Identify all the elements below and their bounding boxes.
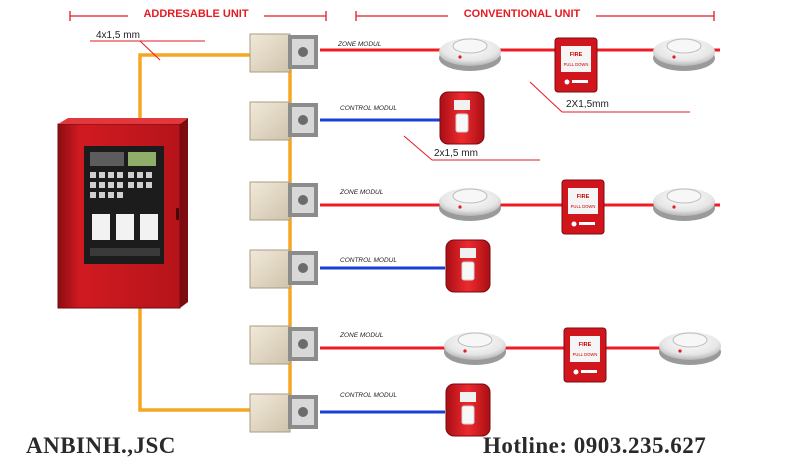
smoke-detector	[439, 188, 501, 221]
manual-call-point: FIRE PULL DOWN	[561, 179, 605, 235]
control-module-label-2: CONTROL MODUL	[340, 257, 397, 264]
smoke-detector	[659, 332, 721, 365]
control-cable-label: 2x1,5 mm	[434, 148, 478, 159]
zone-module-label-3: ZONE MODUL	[339, 332, 384, 339]
smoke-detector	[444, 332, 506, 365]
smoke-detector	[653, 188, 715, 221]
company-name: ANBINH.,JSC	[26, 433, 176, 458]
control-module-label-3: CONTROL MODUL	[340, 392, 397, 399]
zone-cable-callout	[529, 81, 690, 113]
module-zone-3	[249, 325, 318, 365]
module-zone-1	[249, 33, 318, 73]
control-cable-callout	[403, 135, 540, 161]
zone-module-label-1: ZONE MODUL	[337, 41, 382, 48]
zone-cable-label: 2X1,5mm	[566, 99, 609, 110]
conventional-unit-label: CONVENTIONAL UNIT	[464, 8, 581, 20]
module-control-3	[249, 393, 318, 433]
smoke-detector	[439, 38, 501, 71]
svg-text:PULL DOWN: PULL DOWN	[571, 204, 596, 209]
module-control-2	[249, 249, 318, 289]
control-wire	[320, 118, 445, 414]
svg-text:FIRE: FIRE	[577, 194, 590, 200]
module-control-1	[249, 101, 318, 141]
manual-call-point: FIRE PULL DOWN	[563, 327, 607, 383]
smoke-detector	[653, 38, 715, 71]
sounder-strobe	[445, 239, 491, 293]
manual-call-point: FIRE PULL DOWN	[554, 37, 598, 93]
sounder-strobe	[445, 383, 491, 437]
svg-text:FIRE: FIRE	[570, 52, 583, 58]
module-zone-2	[249, 181, 318, 221]
loop-cable-callout	[90, 40, 205, 61]
control-module-label-1: CONTROL MODUL	[340, 105, 397, 112]
fire-alarm-panel	[57, 118, 188, 309]
loop-cable-label: 4x1,5 mm	[96, 30, 140, 41]
sounder-strobe	[439, 91, 485, 145]
zone-module-label-2: ZONE MODUL	[339, 189, 384, 196]
svg-text:PULL DOWN: PULL DOWN	[564, 62, 589, 67]
svg-text:FIRE: FIRE	[579, 342, 592, 348]
addressable-unit-label: ADDRESABLE UNIT	[143, 8, 248, 20]
svg-text:PULL DOWN: PULL DOWN	[573, 352, 598, 357]
hotline-number: Hotline: 0903.235.627	[483, 433, 707, 458]
